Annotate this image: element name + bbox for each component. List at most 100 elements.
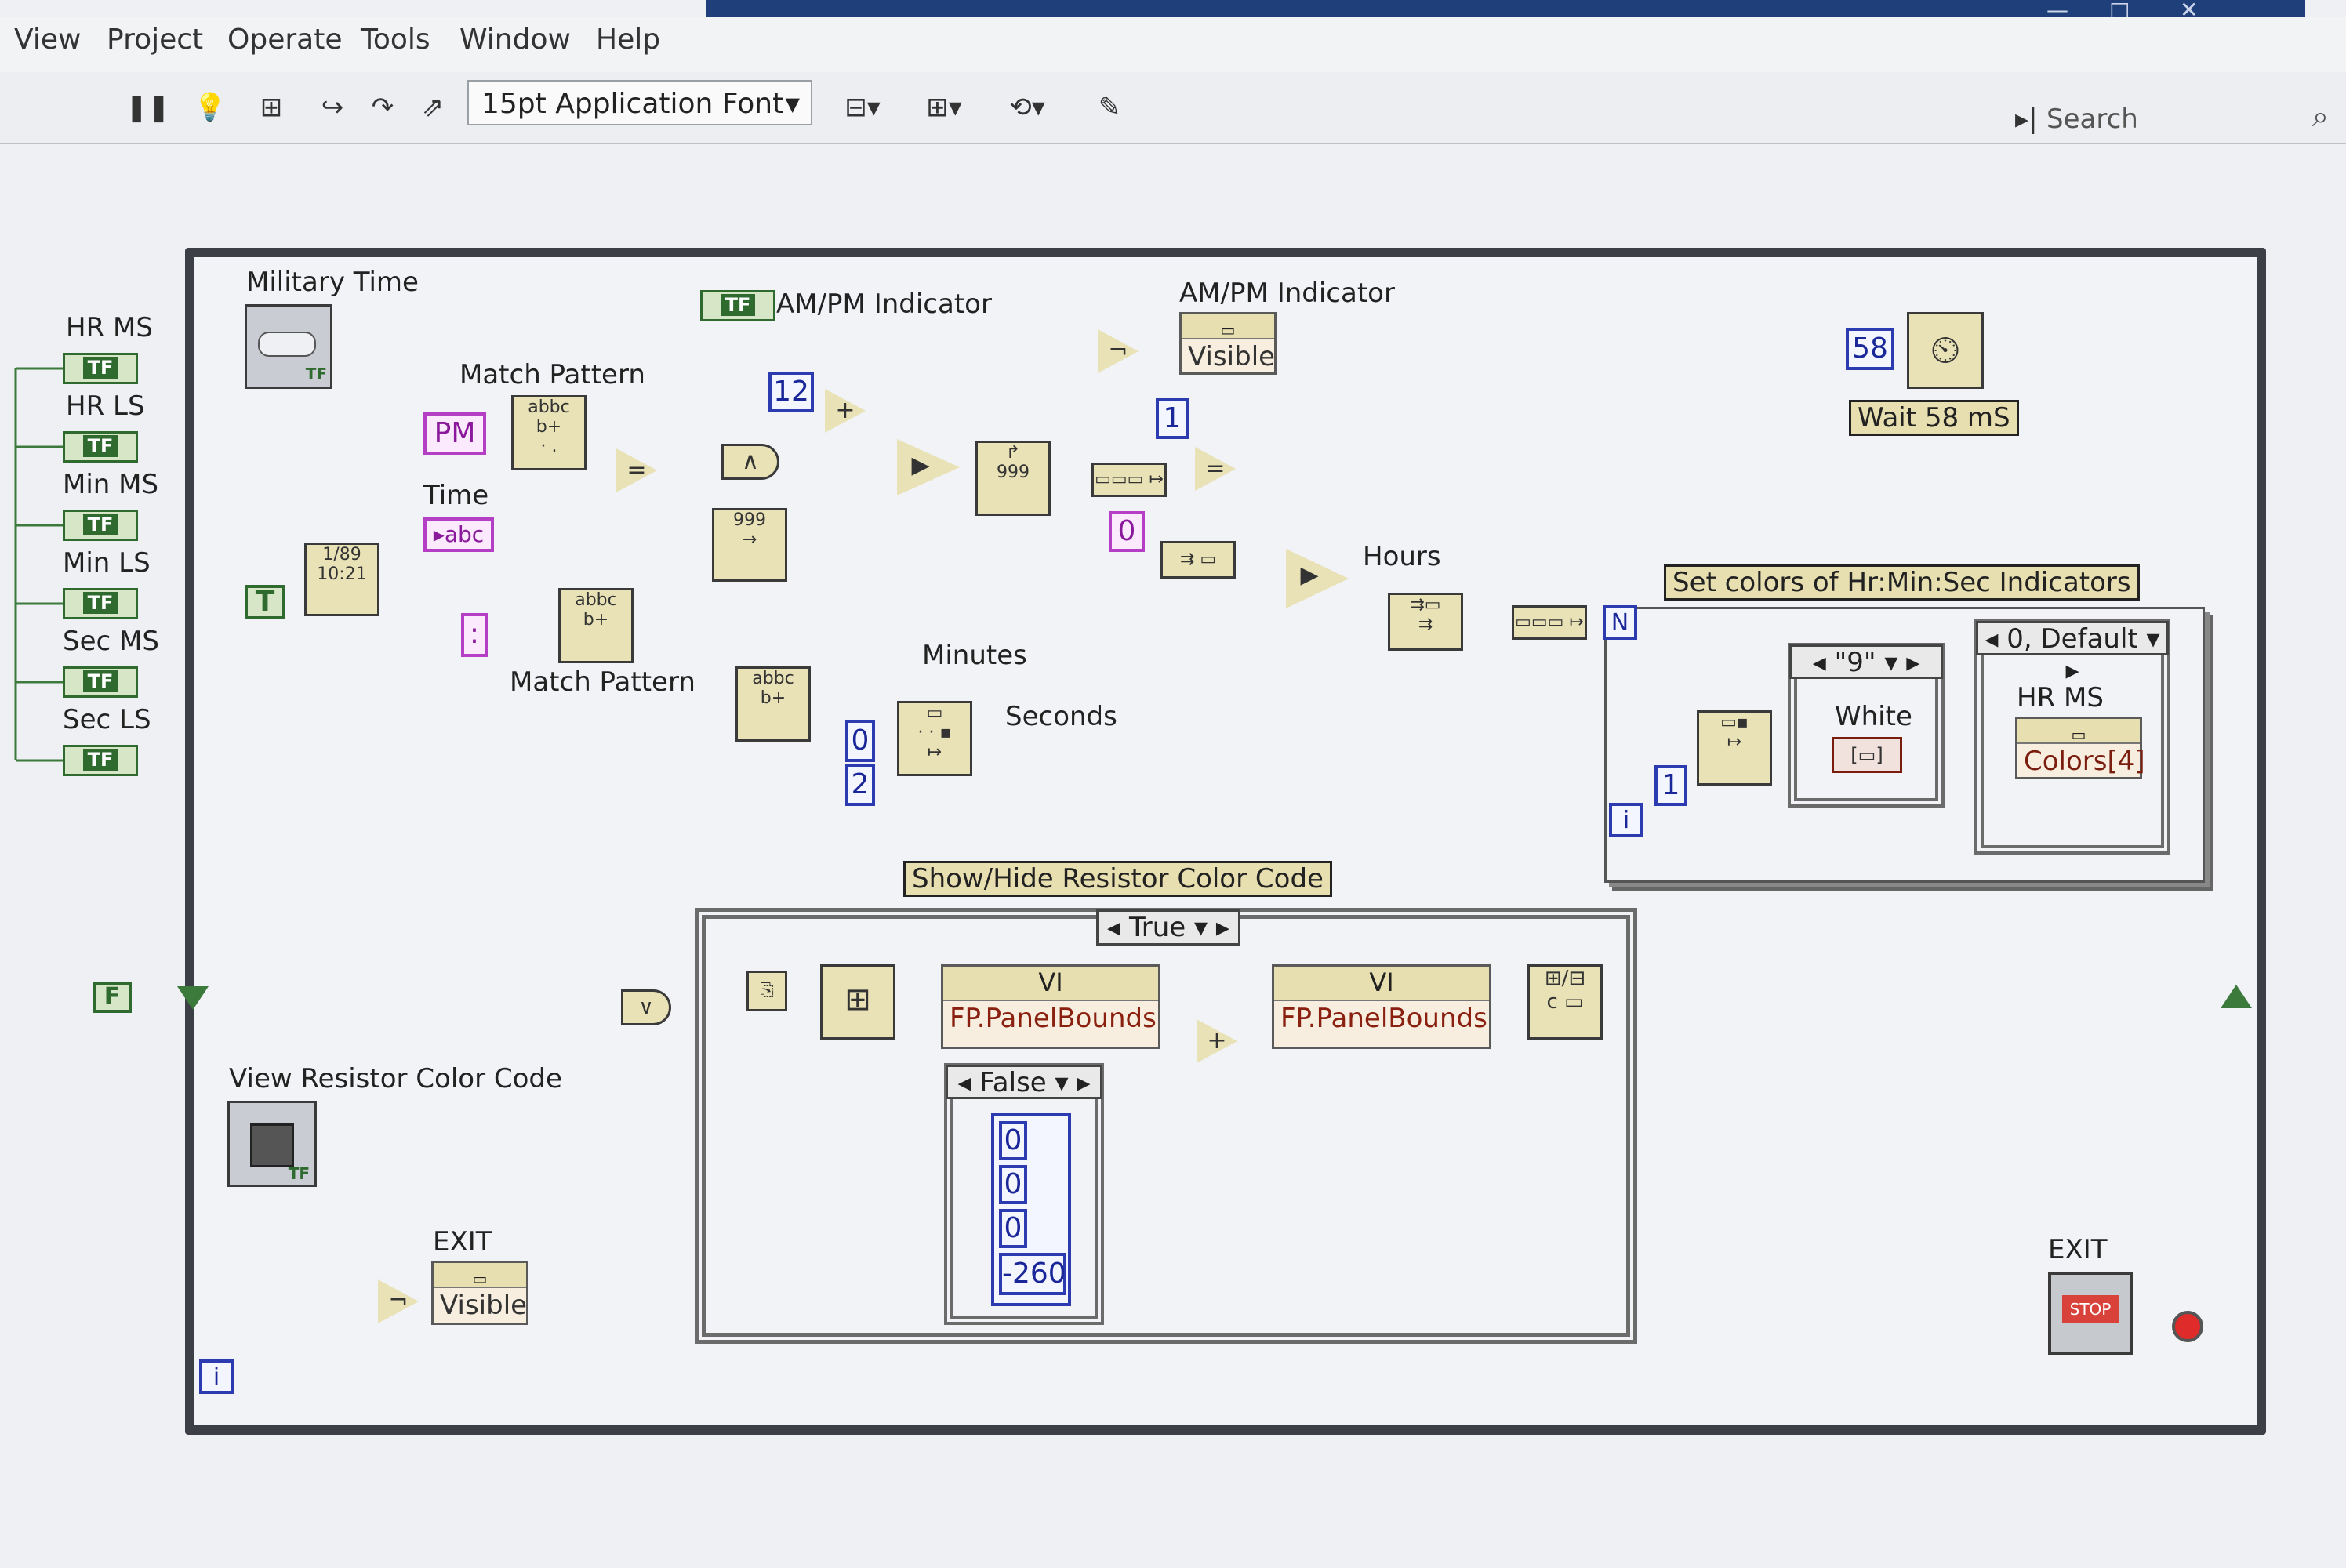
string-length-function-2[interactable]: ▭▭▭ ↦: [1512, 605, 1587, 640]
metronome-icon[interactable]: ⏲: [1907, 312, 1984, 389]
one-constant[interactable]: 1: [1156, 398, 1189, 439]
add-function-2[interactable]: [1197, 1019, 1237, 1063]
tf-terminal[interactable]: TF: [63, 510, 138, 541]
vi-property-node-read[interactable]: VI FP.PanelBounds: [941, 964, 1160, 1049]
tf-terminal[interactable]: TF: [63, 666, 138, 698]
step-into-icon[interactable]: ↪: [321, 92, 344, 123]
menu-help[interactable]: Help: [596, 24, 661, 56]
decimal-string-to-number-function[interactable]: 999→: [712, 508, 787, 582]
false-constant[interactable]: F: [93, 982, 132, 1013]
not-function-2[interactable]: [378, 1279, 419, 1323]
align-objects-icon[interactable]: ⊟▾: [844, 92, 881, 123]
pause-icon[interactable]: ❚❚: [125, 92, 170, 123]
hr-ms-property-node[interactable]: ▭ Colors[4]: [2015, 717, 2145, 779]
match-pattern-label-2: Match Pattern: [510, 666, 695, 698]
chevron-down-icon: ▾: [1193, 912, 1208, 943]
visible-property: Visible: [440, 1290, 528, 1321]
am-pm-terminal[interactable]: TF: [700, 290, 775, 321]
white-color-constant[interactable]: [▭]: [1832, 737, 1902, 773]
hours-label: Hours: [1363, 541, 1441, 572]
string-subset-function[interactable]: ▭· · ▪↦: [897, 701, 972, 776]
pm-constant[interactable]: PM: [423, 412, 486, 455]
tf-terminal[interactable]: TF: [63, 431, 138, 463]
time-label: Time: [423, 480, 489, 511]
array-element[interactable]: 0: [999, 1121, 1027, 1160]
case-selector-nine[interactable]: ◂ "9" ▾ ▸: [1789, 644, 1943, 679]
close-icon[interactable]: ✕: [2180, 0, 2199, 23]
select-function[interactable]: [897, 439, 960, 495]
tf-terminal[interactable]: TF: [63, 353, 138, 384]
bounds-array-constant[interactable]: 0 0 0 -260: [991, 1113, 1071, 1306]
or-function[interactable]: ∨: [621, 989, 671, 1025]
menu-view[interactable]: View: [14, 24, 82, 56]
wait-label: Wait 58 mS: [1849, 400, 2019, 436]
menu-tools[interactable]: Tools: [361, 24, 430, 56]
select-function-2[interactable]: [1286, 549, 1349, 608]
add-function[interactable]: [825, 389, 866, 433]
loop-count-terminal: N: [1603, 605, 1637, 640]
indicator-icon: ▭: [2017, 719, 2140, 744]
one-constant-2[interactable]: 1: [1654, 765, 1687, 806]
reorder-icon[interactable]: ⟲▾: [1009, 92, 1045, 123]
visible-property: Visible: [1188, 341, 1276, 372]
index-array-function[interactable]: ▭▪↦: [1697, 710, 1772, 786]
search-icon[interactable]: ⌕: [2312, 99, 2329, 133]
concatenate-strings-function[interactable]: ⇉ ▭: [1160, 541, 1236, 579]
time-string-indicator[interactable]: ▸abc: [423, 517, 494, 552]
military-time-toggle[interactable]: TF: [245, 304, 332, 389]
add-icon: +: [1207, 1027, 1227, 1054]
this-vi-reference-icon[interactable]: ⎘: [746, 971, 787, 1011]
tf-terminal[interactable]: TF: [63, 588, 138, 619]
twelve-constant[interactable]: 12: [768, 372, 814, 412]
retain-wire-values-icon[interactable]: ⊞: [260, 92, 283, 123]
and-function[interactable]: ∧: [721, 444, 779, 480]
case-selector-true[interactable]: ◂ True ▾ ▸: [1096, 909, 1240, 946]
length-constant[interactable]: 2: [845, 764, 875, 806]
chevron-down-icon: ▾: [1055, 1067, 1069, 1098]
font-dropdown[interactable]: 15pt Application Font ▼: [467, 80, 812, 125]
tf-terminal[interactable]: TF: [63, 745, 138, 776]
menu-operate[interactable]: Operate: [227, 24, 343, 56]
array-element[interactable]: 0: [999, 1209, 1027, 1248]
equal-function[interactable]: [616, 448, 657, 492]
search-chevron-icon: ▸|: [2015, 103, 2038, 135]
highlight-execution-icon[interactable]: 💡: [193, 92, 227, 123]
match-pattern-label: Match Pattern: [459, 359, 645, 390]
colon-constant[interactable]: :: [461, 613, 488, 657]
step-over-icon[interactable]: ↷: [371, 92, 394, 123]
offset-constant[interactable]: 0: [845, 720, 875, 762]
array-element[interactable]: -260: [999, 1253, 1066, 1295]
wait-constant[interactable]: 58: [1846, 328, 1894, 370]
zero-string-constant[interactable]: 0: [1109, 511, 1145, 552]
not-function[interactable]: [1098, 329, 1138, 373]
search-input[interactable]: ▸| Search ⌕: [2015, 96, 2344, 140]
menu-window[interactable]: Window: [459, 24, 571, 56]
distribute-objects-icon[interactable]: ⊞▾: [926, 92, 962, 123]
menu-project[interactable]: Project: [107, 24, 204, 56]
step-out-icon[interactable]: ⇗: [421, 92, 445, 123]
equal-function-2[interactable]: [1195, 447, 1236, 491]
string-length-function[interactable]: ▭▭▭ ↦: [1091, 463, 1167, 497]
case-selector-false[interactable]: ◂ False ▾ ▸: [946, 1065, 1102, 1099]
array-element[interactable]: 0: [999, 1165, 1027, 1204]
view-resistor-button[interactable]: TF: [227, 1101, 317, 1187]
window-title-bar: [706, 0, 2305, 17]
exit-visible-property-node[interactable]: ▭ Visible: [431, 1261, 528, 1325]
am-pm-property-node[interactable]: ▭ Visible: [1179, 312, 1276, 375]
clean-up-diagram-icon[interactable]: ✎: [1098, 92, 1121, 123]
concatenate-function[interactable]: ⇉▭⇉: [1388, 593, 1463, 651]
case-selector-default[interactable]: ◂ 0, Default ▾ ▸: [1976, 621, 2169, 686]
arrow-right-icon: ▸: [1906, 647, 1920, 678]
number-to-decimal-string-function[interactable]: ↱999: [975, 441, 1051, 516]
exit-stop-button[interactable]: STOP: [2048, 1272, 2133, 1355]
open-vi-reference-function[interactable]: ⊞: [820, 964, 895, 1040]
true-constant[interactable]: T: [245, 585, 285, 619]
vi-property-node-write[interactable]: VI FP.PanelBounds: [1272, 964, 1491, 1049]
close-reference-function[interactable]: ⊞/⊟c ▭: [1527, 964, 1603, 1040]
loop-condition-stop-icon[interactable]: [2172, 1311, 2203, 1342]
panelbounds-property: FP.PanelBounds: [1280, 1003, 1487, 1034]
